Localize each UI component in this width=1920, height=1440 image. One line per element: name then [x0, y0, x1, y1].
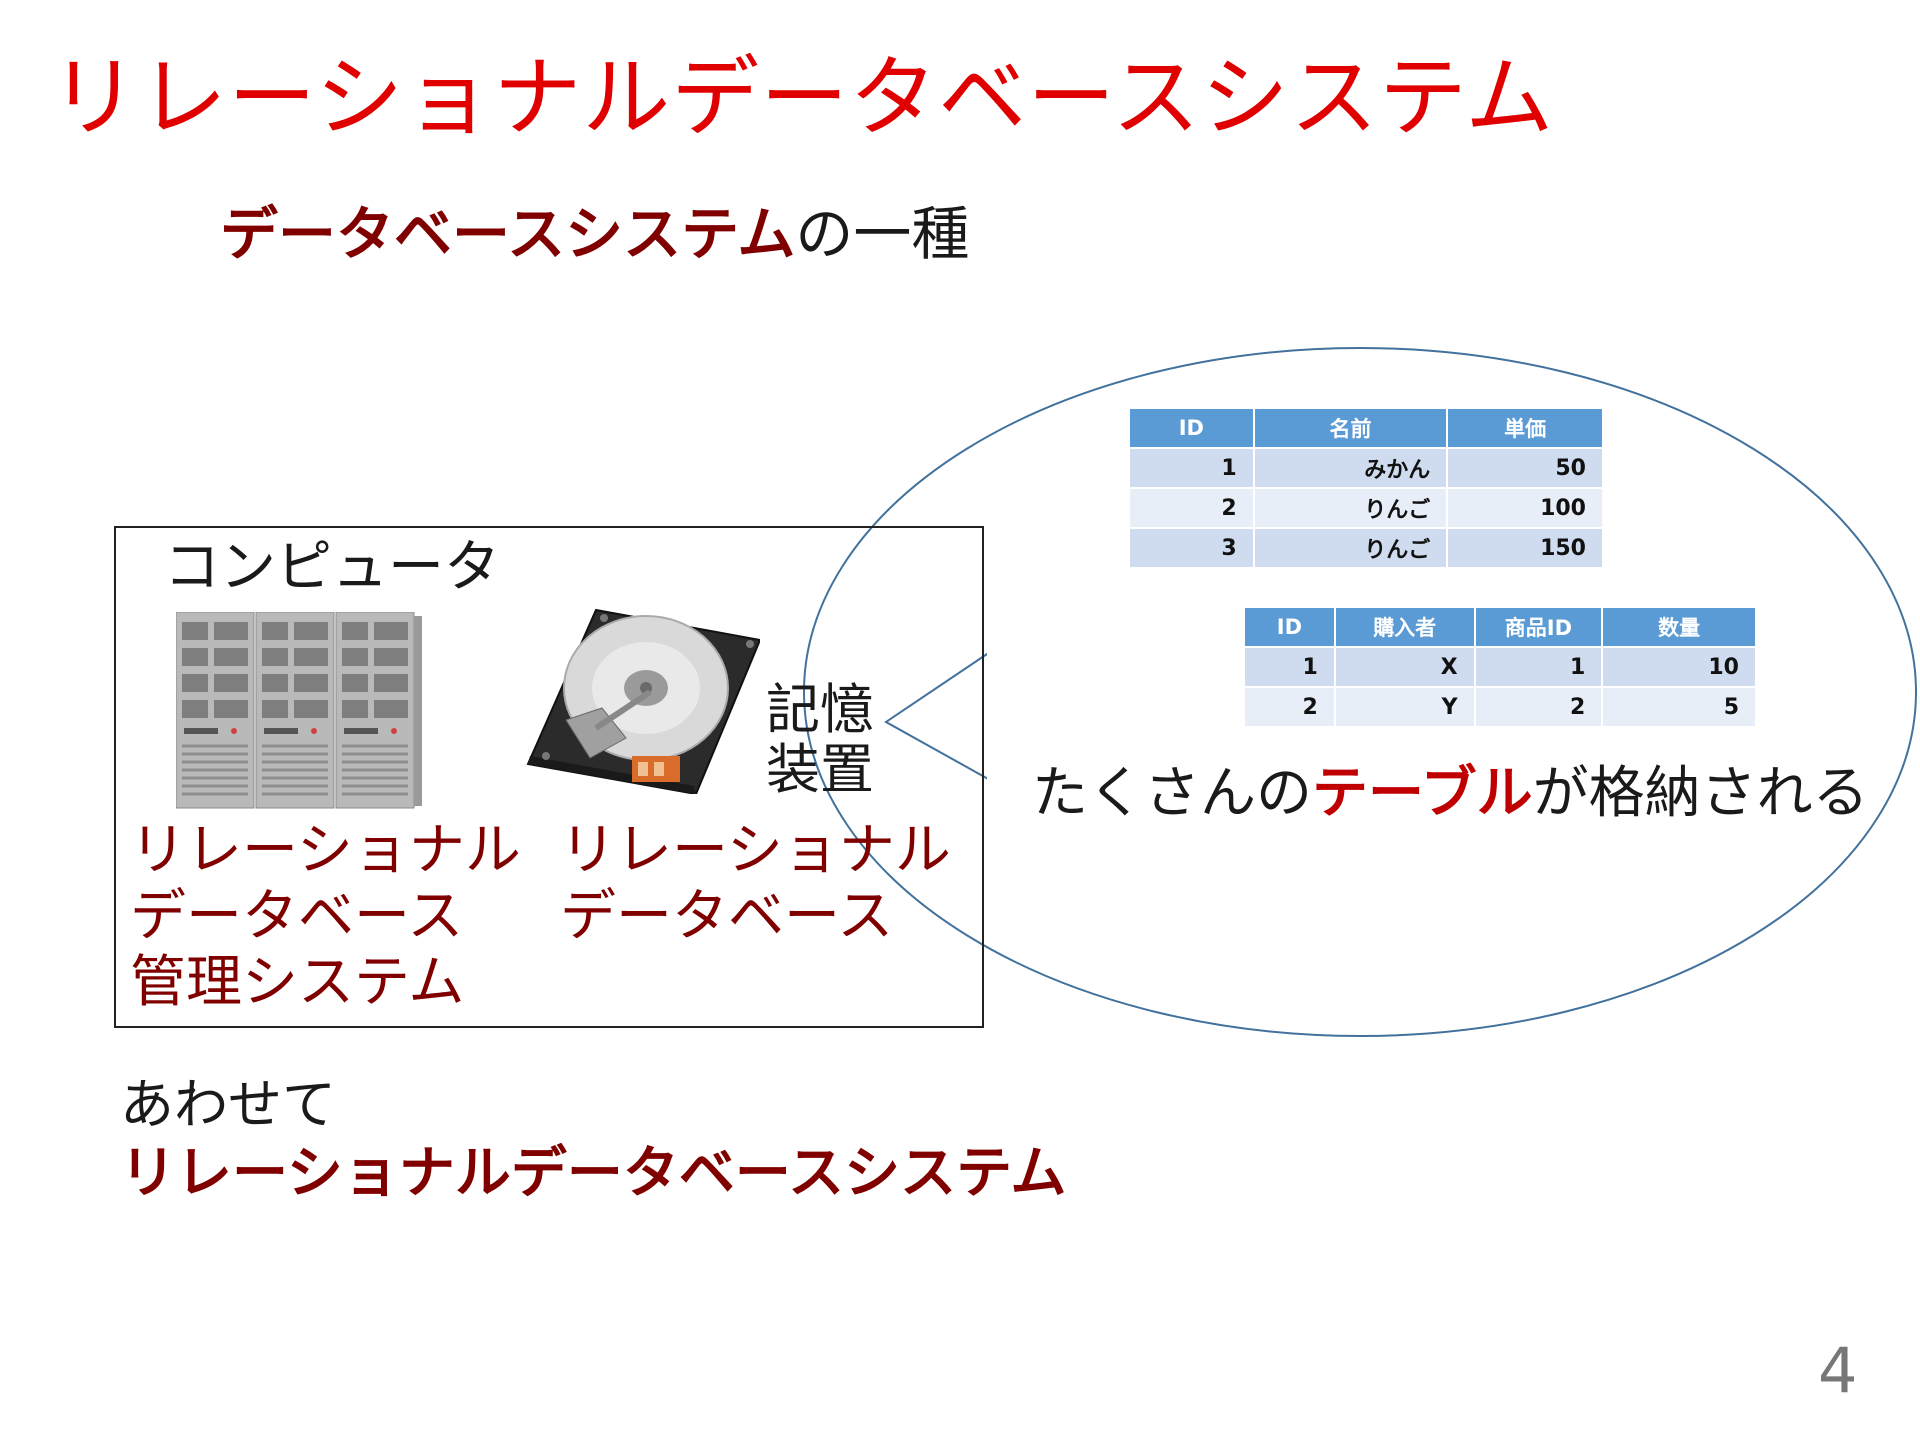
table-cell: X	[1334, 646, 1476, 687]
header-cell: 購入者	[1334, 608, 1476, 647]
rdbms-label: リレーショナル データベース 管理システム	[130, 818, 521, 1016]
purchases-table: ID 購入者 商品ID 数量 1 X 1 10 2 Y 2 5	[1245, 608, 1757, 726]
header-cell: 商品ID	[1474, 608, 1604, 647]
subtitle: データベースシステムの一種	[220, 205, 969, 263]
table-cell: 100	[1447, 487, 1604, 528]
together-text: あわせて	[120, 1073, 336, 1136]
table-cell: Y	[1334, 686, 1476, 726]
storage-label-line2: 装置	[766, 738, 874, 802]
slide-title: リレーショナルデータベースシステム	[50, 46, 1555, 149]
rdbms-line2: データベース	[130, 884, 464, 950]
hard-disk-icon	[526, 608, 760, 794]
subtitle-rest: の一種	[795, 200, 970, 268]
table-cell: みかん	[1253, 447, 1449, 488]
page-number: 4	[1818, 1334, 1858, 1407]
rdb-line2: データベース	[560, 884, 894, 950]
table-cell: 3	[1130, 527, 1255, 567]
header-cell: 単価	[1447, 409, 1604, 448]
tables-caption: たくさんのテーブルが格納される	[1032, 766, 1869, 822]
caption-pre: たくさんの	[1032, 761, 1312, 826]
header-cell: ID	[1245, 608, 1336, 647]
rdb-label: リレーショナル データベース	[560, 818, 951, 950]
table-cell: 5	[1602, 686, 1757, 726]
table-row: 1 みかん 50	[1130, 447, 1604, 488]
rdbms-line1: リレーショナル	[130, 818, 521, 883]
together-term: リレーショナルデータベースシステム	[120, 1141, 1067, 1206]
table-header-row: ID 購入者 商品ID 数量	[1245, 608, 1757, 647]
table-cell: 2	[1130, 487, 1255, 528]
header-cell: 名前	[1253, 409, 1449, 448]
caption-post: が格納される	[1532, 761, 1869, 826]
products-table: ID 名前 単価 1 みかん 50 2 りんご 100 3 りんご 150	[1130, 409, 1604, 567]
table-cell: りんご	[1253, 527, 1449, 567]
table-cell: 2	[1245, 686, 1336, 726]
caption-highlight: テーブル	[1312, 761, 1533, 826]
table-cell: 1	[1245, 646, 1336, 687]
table-cell: 150	[1447, 527, 1604, 567]
table-cell: 1	[1474, 646, 1604, 687]
rdb-line1: リレーショナル	[560, 818, 951, 883]
header-cell: 数量	[1602, 608, 1757, 647]
server-rack-icon	[176, 612, 422, 809]
rdbms-line3: 管理システム	[130, 950, 465, 1016]
table-row: 3 りんご 150	[1130, 527, 1604, 567]
storage-label-line1: 記憶	[766, 678, 874, 741]
table-row: 2 りんご 100	[1130, 487, 1604, 528]
computer-label: コンピュータ	[164, 535, 500, 600]
table-row: 1 X 1 10	[1245, 646, 1757, 687]
table-cell: 1	[1130, 447, 1255, 488]
computer-box	[114, 526, 984, 1028]
table-cell: 10	[1602, 646, 1757, 687]
table-row: 2 Y 2 5	[1245, 686, 1757, 726]
table-cell: りんご	[1253, 487, 1449, 528]
header-cell: ID	[1130, 409, 1255, 448]
table-cell: 50	[1447, 447, 1604, 488]
subtitle-term: データベースシステム	[220, 200, 796, 268]
table-cell: 2	[1474, 686, 1604, 726]
storage-label: 記憶 装置	[766, 678, 874, 802]
table-header-row: ID 名前 単価	[1130, 409, 1604, 448]
